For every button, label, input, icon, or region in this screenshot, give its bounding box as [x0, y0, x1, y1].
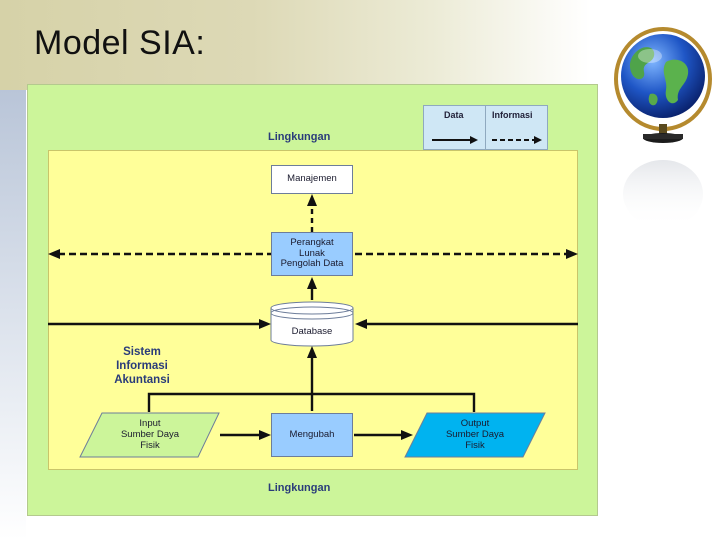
node-input-line3: Fisik: [140, 439, 160, 451]
legend-arrows: [432, 136, 542, 144]
node-output: Output Sumber Daya Fisik: [425, 418, 525, 452]
node-perangkat-line2: Lunak: [299, 247, 325, 259]
node-perangkat-line1: Perangkat: [290, 236, 334, 248]
node-mengubah-label: Mengubah: [289, 428, 335, 440]
node-output-line3: Fisik: [465, 439, 485, 451]
output-shape: [404, 412, 546, 458]
node-database-label: Database: [291, 326, 333, 337]
title-band: [0, 0, 720, 90]
slide-title: Model SIA:: [34, 24, 206, 62]
node-input-line1: Input: [139, 418, 161, 429]
legend: Data Informasi: [423, 105, 548, 150]
node-perangkat-lunak: Perangkat Lunak Pengolah Data: [271, 232, 353, 276]
io-collector-line: [147, 392, 476, 412]
environment-bottom-label: Lingkungan: [268, 482, 331, 494]
environment-top-label: Lingkungan: [268, 131, 331, 143]
system-label-line2: Informasi: [116, 359, 168, 372]
system-label: Sistem Informasi Akuntansi: [96, 346, 188, 387]
system-label-line3: Akuntansi: [114, 373, 170, 386]
legend-divider: [485, 106, 486, 149]
node-output-line2: Sumber Daya: [445, 428, 505, 440]
system-label-line1: Sistem: [123, 346, 161, 358]
database-cylinder: [270, 301, 354, 347]
node-input: Input Sumber Daya Fisik: [100, 418, 200, 452]
legend-data-label: Data: [444, 110, 464, 120]
legend-info-label: Informasi: [492, 110, 533, 120]
node-manajemen-label: Manajemen: [287, 173, 337, 185]
node-input-line2: Sumber Daya: [120, 428, 180, 440]
side-band: [0, 90, 26, 540]
info-arrow-right: [566, 249, 578, 259]
node-perangkat-line3: Pengolah Data: [280, 258, 344, 270]
input-shape: [79, 412, 220, 458]
info-arrow-left: [48, 249, 60, 259]
node-mengubah: Mengubah: [271, 413, 353, 457]
node-output-line1: Output: [460, 418, 490, 429]
info-arrow-up: [307, 194, 317, 206]
node-manajemen: Manajemen: [271, 165, 353, 194]
globe-icon: [614, 27, 712, 228]
